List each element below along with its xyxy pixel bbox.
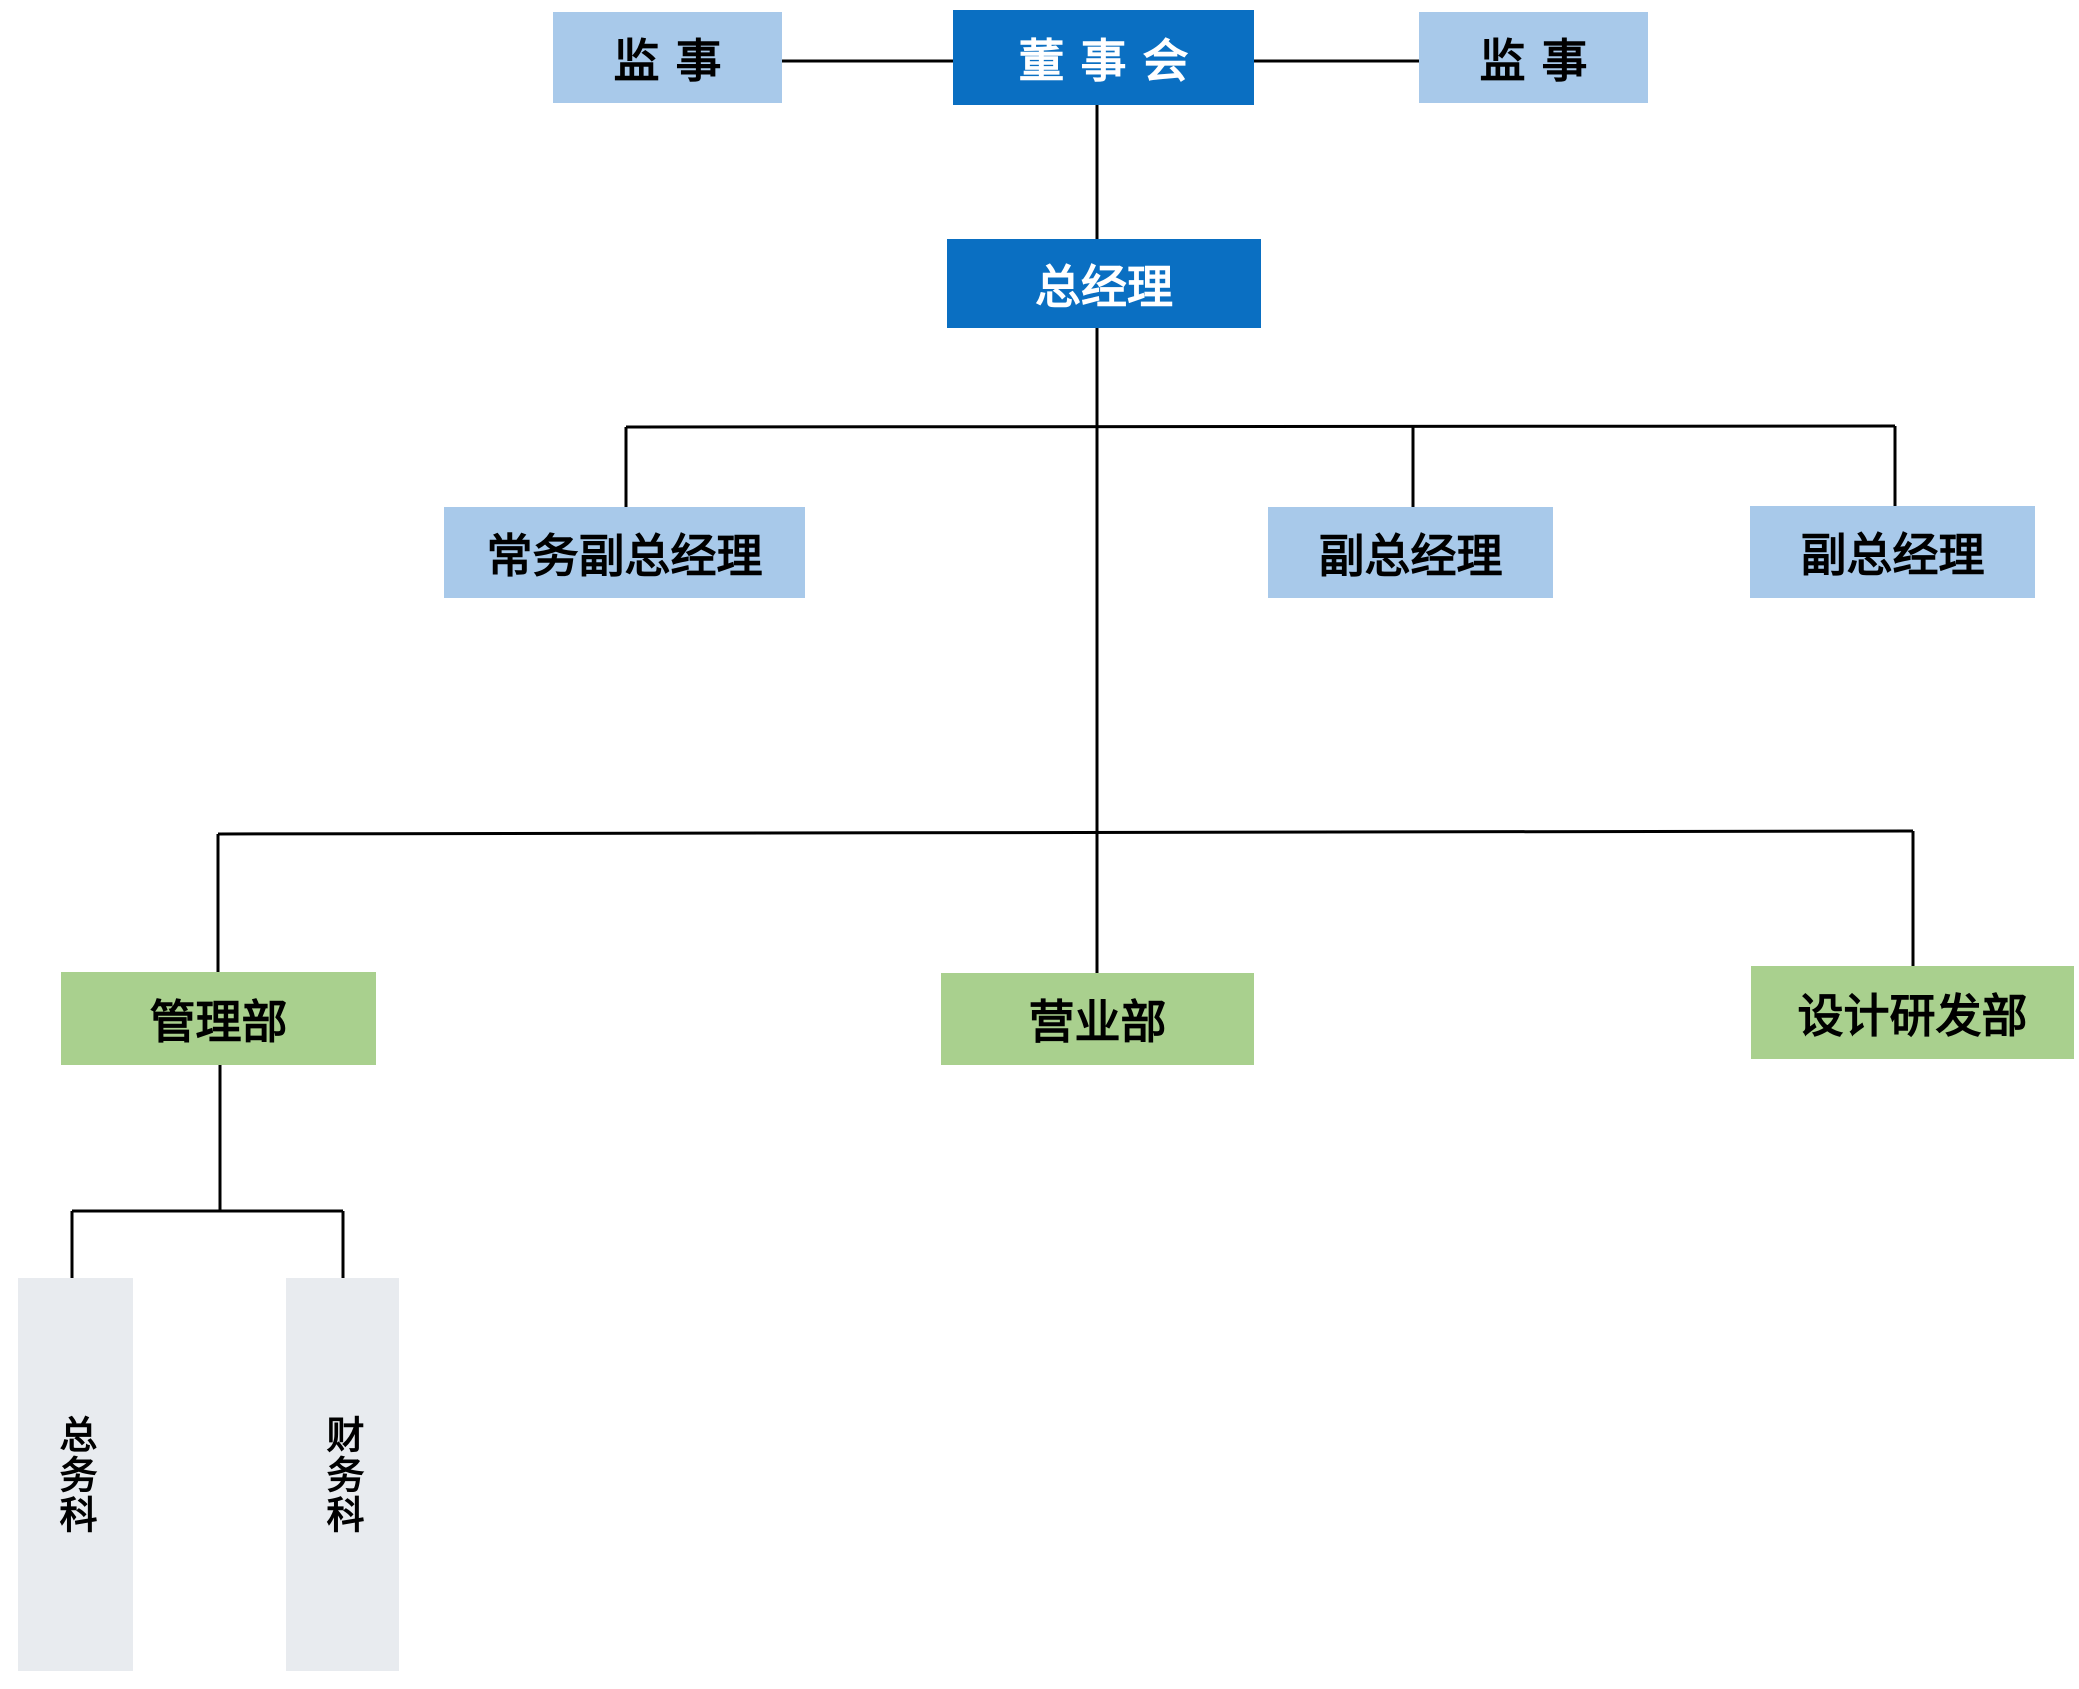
deputy-box-executive: 常务副总经理 <box>444 507 805 598</box>
supervisor-box-left: 监 事 <box>553 12 782 103</box>
board-label: 董 事 会 <box>1018 33 1189 88</box>
deputy-box-3: 副总经理 <box>1750 506 2035 598</box>
supervisor-label: 监 事 <box>613 33 722 88</box>
section-box-general-affairs: 总务科 <box>18 1278 133 1671</box>
deputy-box-2: 副总经理 <box>1268 507 1553 598</box>
department-box-management: 管理部 <box>61 972 376 1065</box>
supervisor-label: 监 事 <box>1479 33 1588 88</box>
department-box-design-rnd: 设计研发部 <box>1751 966 2074 1059</box>
department-label: 营业部 <box>1028 995 1167 1049</box>
department-label: 管理部 <box>149 994 288 1049</box>
department-label: 设计研发部 <box>1797 988 2028 1043</box>
deputy-label: 副总经理 <box>1318 528 1503 583</box>
general-manager-box: 总经理 <box>947 239 1261 328</box>
connector-departments-bar <box>217 829 1914 836</box>
board-of-directors-box: 董 事 会 <box>953 10 1254 105</box>
department-box-sales: 营业部 <box>941 973 1254 1065</box>
deputy-label: 常务副总经理 <box>486 528 763 583</box>
deputy-label: 副总经理 <box>1800 528 1985 582</box>
supervisor-box-right: 监 事 <box>1419 12 1648 103</box>
section-box-finance: 财务科 <box>286 1278 399 1671</box>
section-label: 财务科 <box>320 1414 365 1535</box>
section-label: 总务科 <box>53 1414 98 1535</box>
general-manager-label: 总经理 <box>1035 259 1173 314</box>
connector-deputies-bar <box>625 424 1896 429</box>
